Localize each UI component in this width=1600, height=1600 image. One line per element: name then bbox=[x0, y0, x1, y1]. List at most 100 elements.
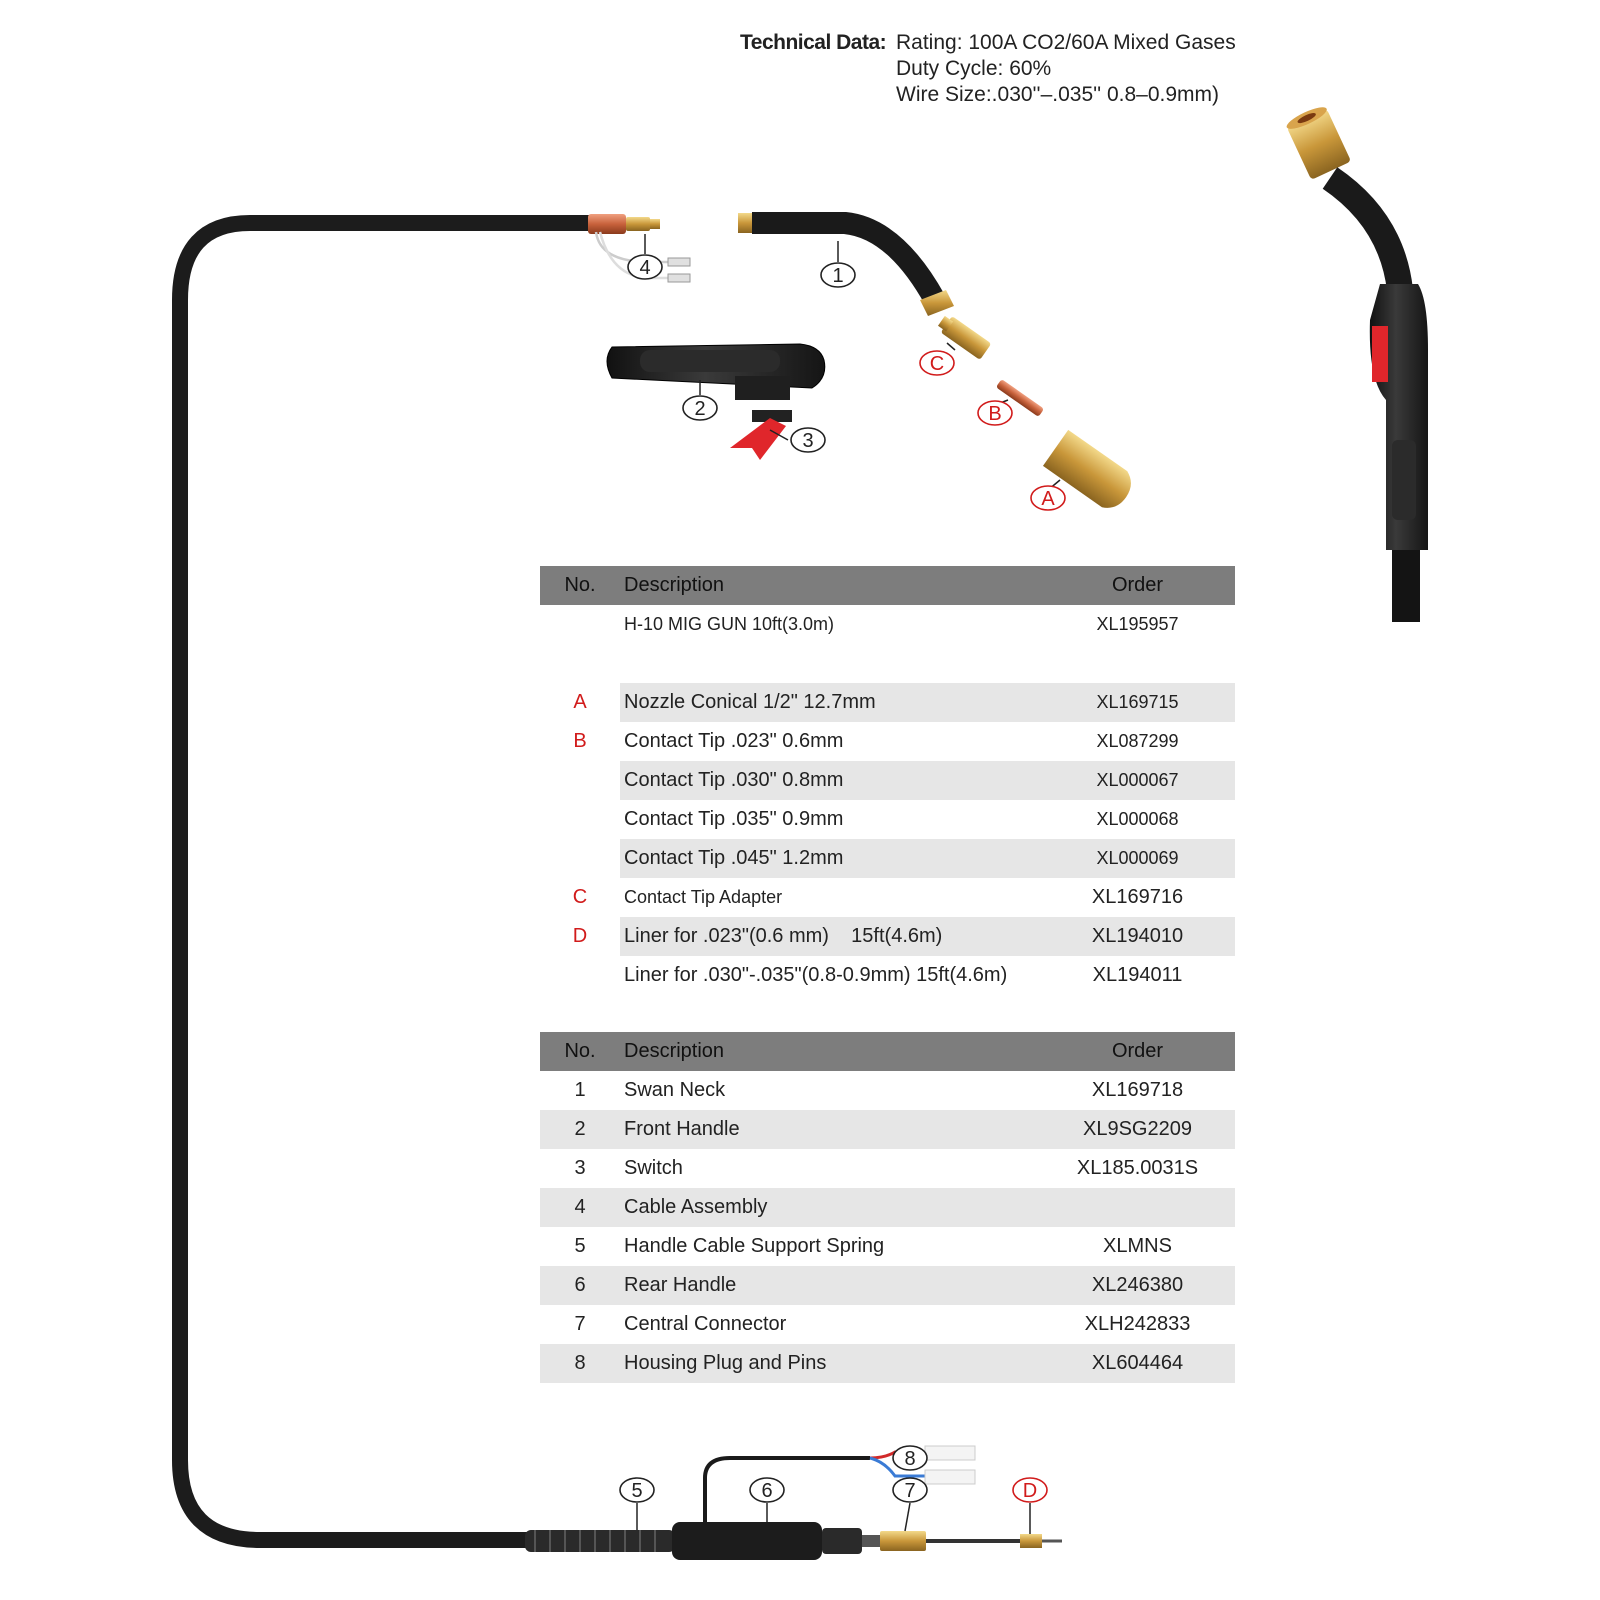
technical-data-values: Rating: 100A CO2/60A Mixed Gases Duty Cy… bbox=[896, 30, 1236, 108]
table-row: B Contact Tip .023" 0.6mm XL087299 bbox=[540, 722, 1235, 761]
table-row: 1 Swan Neck XL169718 bbox=[540, 1071, 1235, 1110]
row-number: 8 bbox=[574, 1352, 586, 1374]
row-description: Contact Tip .035" 0.9mm bbox=[624, 808, 844, 830]
row-description: Contact Tip .030" 0.8mm bbox=[624, 769, 844, 791]
row-description: Switch bbox=[624, 1157, 683, 1179]
contact-tip-adapter bbox=[937, 315, 991, 359]
assembled-gun bbox=[1286, 107, 1428, 622]
callout-8: 8 bbox=[904, 1448, 915, 1470]
gun-row: H-10 MIG GUN 10ft(3.0m) XL195957 bbox=[540, 605, 1235, 644]
gun-description: H-10 MIG GUN 10ft(3.0m) bbox=[624, 614, 835, 634]
table-row: Contact Tip .030" 0.8mm XL000067 bbox=[540, 761, 1235, 800]
row-order: XL087299 bbox=[1096, 731, 1179, 751]
row-letter: B bbox=[573, 730, 587, 752]
row-order: XL169715 bbox=[1096, 692, 1179, 712]
row-description: Central Connector bbox=[624, 1313, 787, 1335]
row-description: Handle Cable Support Spring bbox=[624, 1235, 885, 1257]
row-description: Contact Tip Adapter bbox=[624, 887, 783, 907]
row-order: XLMNS bbox=[1103, 1235, 1172, 1257]
table-row: 7 Central Connector XLH242833 bbox=[540, 1305, 1235, 1344]
callout-a: A bbox=[1041, 488, 1055, 510]
row-order: XL185.0031S bbox=[1076, 1157, 1199, 1179]
table-row: Contact Tip .035" 0.9mm XL000068 bbox=[540, 800, 1235, 839]
table-row: 4 Cable Assembly bbox=[540, 1188, 1235, 1227]
callout-circles bbox=[619, 254, 1066, 1503]
row-order: XL000069 bbox=[1096, 848, 1179, 868]
row-description: Front Handle bbox=[624, 1118, 740, 1140]
swan-neck bbox=[738, 212, 954, 316]
callout-4: 4 bbox=[639, 257, 650, 279]
table-row: C Contact Tip Adapter XL169716 bbox=[540, 878, 1235, 917]
callout-b: B bbox=[988, 403, 1001, 425]
rating-line: Rating: 100A CO2/60A Mixed Gases bbox=[896, 31, 1236, 54]
row-description: Cable Assembly bbox=[624, 1196, 768, 1218]
row-order: XL604464 bbox=[1091, 1352, 1184, 1374]
callout-d: D bbox=[1023, 1480, 1037, 1502]
contact-tip bbox=[997, 380, 1043, 416]
technical-data-label: Technical Data: bbox=[740, 31, 887, 54]
table-header: No. Description Order bbox=[540, 1032, 1235, 1071]
row-description: Liner for .023"(0.6 mm) 15ft(4.6m) bbox=[624, 925, 943, 947]
row-number: 7 bbox=[574, 1313, 586, 1335]
row-description: Contact Tip .023" 0.6mm bbox=[624, 730, 844, 752]
duty-cycle-line: Duty Cycle: 60% bbox=[896, 57, 1052, 80]
table-row: A Nozzle Conical 1/2" 12.7mm XL169715 bbox=[540, 683, 1235, 722]
consumables-table: No. Description Order H-10 MIG GUN 10ft(… bbox=[540, 566, 1235, 995]
row-description: Rear Handle bbox=[624, 1274, 737, 1296]
row-description: Housing Plug and Pins bbox=[624, 1352, 827, 1374]
callout-c: C bbox=[930, 353, 944, 375]
callout-6: 6 bbox=[761, 1480, 772, 1502]
wire-size-line: Wire Size:.030''–.035'' 0.8–0.9mm) bbox=[896, 83, 1220, 106]
row-order: XLH242833 bbox=[1084, 1313, 1191, 1335]
row-number: 6 bbox=[574, 1274, 586, 1296]
row-order: XL194010 bbox=[1091, 925, 1184, 947]
row-description: Liner for .030"-.035"(0.8-0.9mm) 15ft(4.… bbox=[624, 964, 1008, 986]
nozzle bbox=[1042, 429, 1131, 508]
table-row: 6 Rear Handle XL246380 bbox=[540, 1266, 1235, 1305]
row-number: 2 bbox=[574, 1118, 586, 1140]
callout-7: 7 bbox=[904, 1480, 915, 1502]
header-description: Description bbox=[624, 1040, 725, 1062]
row-order: XL246380 bbox=[1091, 1274, 1184, 1296]
row-order: XL000067 bbox=[1096, 770, 1179, 790]
rear-assembly bbox=[525, 1445, 1062, 1560]
header-order: Order bbox=[1111, 1040, 1164, 1062]
table-row: D Liner for .023"(0.6 mm) 15ft(4.6m) XL1… bbox=[540, 917, 1235, 956]
switch-part bbox=[730, 410, 792, 460]
row-description: Contact Tip .045" 1.2mm bbox=[624, 847, 844, 869]
row-order: XL9SG2209 bbox=[1083, 1118, 1192, 1140]
row-description: Nozzle Conical 1/2" 12.7mm bbox=[624, 691, 876, 713]
table-row: Contact Tip .045" 1.2mm XL000069 bbox=[540, 839, 1235, 878]
header-order: Order bbox=[1111, 574, 1164, 596]
row-letter: D bbox=[572, 925, 588, 947]
header-description: Description bbox=[624, 574, 725, 596]
row-letter: C bbox=[572, 886, 588, 908]
table-row: 5 Handle Cable Support Spring XLMNS bbox=[540, 1227, 1235, 1266]
front-handle bbox=[606, 343, 826, 400]
header-no: No. bbox=[564, 1040, 596, 1062]
gun-order: XL195957 bbox=[1096, 614, 1179, 634]
row-number: 3 bbox=[574, 1157, 586, 1179]
row-description: Swan Neck bbox=[624, 1079, 726, 1101]
row-number: 1 bbox=[574, 1079, 586, 1101]
callout-1: 1 bbox=[832, 265, 843, 287]
table-row: 8 Housing Plug and Pins XL604464 bbox=[540, 1344, 1235, 1383]
row-number: 4 bbox=[574, 1196, 586, 1218]
table-row: 2 Front Handle XL9SG2209 bbox=[540, 1110, 1235, 1149]
row-order: XL000068 bbox=[1096, 809, 1179, 829]
callout-2: 2 bbox=[694, 398, 705, 420]
callout-3: 3 bbox=[802, 430, 813, 452]
parts-table: No. Description Order 1 Swan Neck XL1697… bbox=[540, 1032, 1235, 1383]
row-number: 5 bbox=[574, 1235, 586, 1257]
row-order: XL194011 bbox=[1092, 964, 1183, 986]
row-order: XL169716 bbox=[1091, 886, 1184, 908]
table-row: Liner for .030"-.035"(0.8-0.9mm) 15ft(4.… bbox=[540, 956, 1235, 995]
callout-5: 5 bbox=[631, 1480, 642, 1502]
table-header: No. Description Order bbox=[540, 566, 1235, 605]
callout-leaders bbox=[636, 234, 1061, 1534]
row-letter: A bbox=[573, 691, 587, 713]
table-row: 3 Switch XL185.0031S bbox=[540, 1149, 1235, 1188]
header-no: No. bbox=[564, 574, 596, 596]
row-order: XL169718 bbox=[1091, 1079, 1184, 1101]
